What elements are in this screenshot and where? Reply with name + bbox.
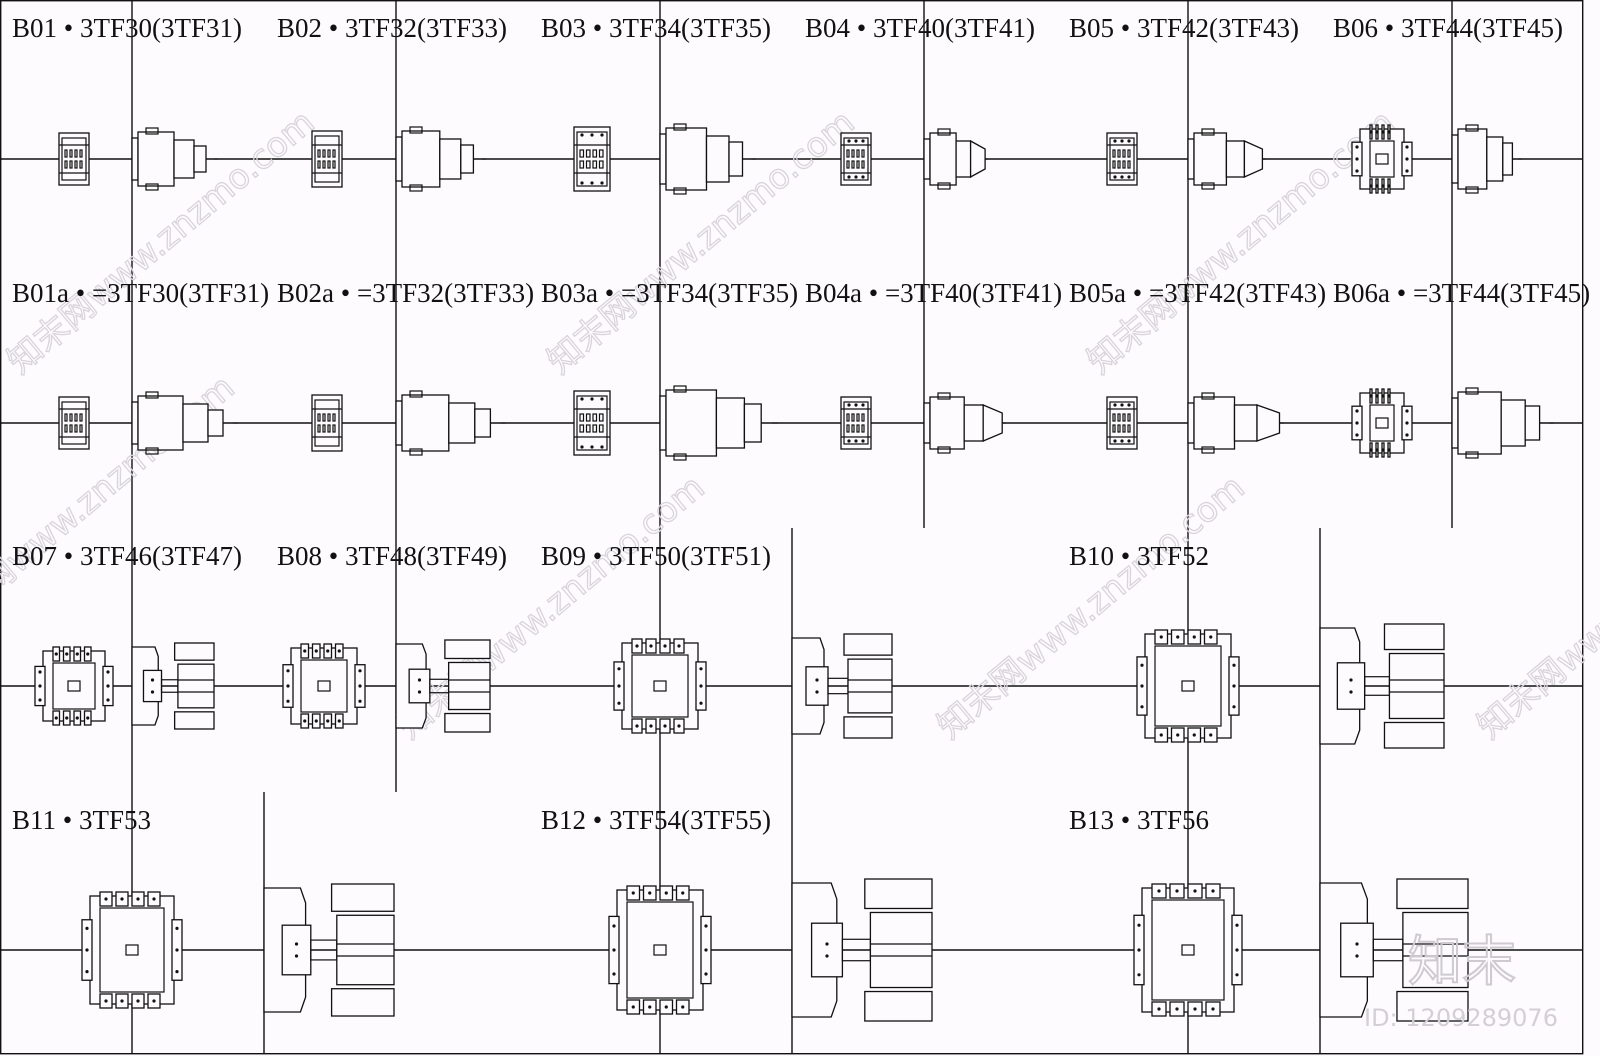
side-b02a (395, 390, 506, 456)
side-b01 (131, 127, 218, 191)
contactor-symbols (34, 123, 1554, 1022)
label-b02a: B02a • =3TF32(3TF33) (277, 278, 534, 308)
front-b09 (613, 638, 707, 734)
label-b05: B05 • 3TF42(3TF43) (1069, 13, 1299, 43)
front-b03a (573, 390, 611, 456)
side-b08 (395, 639, 491, 733)
label-b06: B06 • 3TF44(3TF45) (1333, 13, 1563, 43)
label-b10: B10 • 3TF52 (1069, 541, 1209, 571)
front-b02 (311, 130, 343, 188)
front-b06a (1351, 388, 1413, 458)
label-b07: B07 • 3TF46(3TF47) (12, 541, 242, 571)
label-b01a: B01a • =3TF30(3TF31) (12, 278, 269, 308)
label-b05a: B05a • =3TF42(3TF43) (1069, 278, 1326, 308)
front-b02a (311, 394, 343, 452)
side-b01a (131, 391, 238, 455)
front-b13 (1133, 883, 1243, 1017)
side-b03a (659, 385, 778, 461)
side-b13 (1319, 878, 1469, 1022)
label-b01: B01 • 3TF30(3TF31) (12, 13, 242, 43)
front-b01 (58, 132, 90, 186)
label-b04: B04 • 3TF40(3TF41) (805, 13, 1035, 43)
side-b05a (1187, 392, 1284, 454)
label-b02: B02 • 3TF32(3TF33) (277, 13, 507, 43)
label-b12: B12 • 3TF54(3TF55) (541, 805, 771, 835)
id-text: ID: 1209289076 (1364, 1004, 1558, 1032)
front-b08 (282, 643, 366, 729)
side-b06a (1451, 387, 1554, 459)
side-b04a (923, 392, 1006, 454)
side-b02 (395, 126, 486, 192)
label-b06a: B06a • =3TF44(3TF45) (1333, 278, 1590, 308)
label-b09: B09 • 3TF50(3TF51) (541, 541, 771, 571)
side-b04 (923, 128, 988, 190)
label-b03a: B03a • =3TF34(3TF35) (541, 278, 798, 308)
label-b08: B08 • 3TF48(3TF49) (277, 541, 507, 571)
front-b11 (81, 891, 183, 1009)
side-b11 (263, 883, 395, 1017)
label-b13: B13 • 3TF56 (1069, 805, 1209, 835)
front-b07 (34, 646, 114, 726)
side-b12 (791, 878, 933, 1022)
front-b05 (1106, 132, 1138, 186)
side-b03 (659, 123, 756, 195)
front-b05a (1106, 396, 1138, 450)
front-b04 (840, 132, 872, 186)
front-b12 (608, 885, 712, 1015)
front-b03 (573, 126, 611, 192)
side-b10 (1319, 623, 1445, 749)
front-b10 (1136, 629, 1240, 743)
side-b05 (1187, 128, 1266, 190)
side-b07 (131, 642, 215, 730)
front-b04a (840, 396, 872, 450)
label-b11: B11 • 3TF53 (12, 805, 151, 835)
front-b06 (1351, 124, 1413, 194)
side-b09 (791, 633, 893, 739)
label-b03: B03 • 3TF34(3TF35) (541, 13, 771, 43)
logo-mark: 知末 (1408, 930, 1516, 993)
front-b01a (58, 396, 90, 450)
watermark-text: 知末网www.znzmo.com (1470, 467, 1600, 746)
labels: B01 • 3TF30(3TF31) B02 • 3TF32(3TF33) B0… (12, 13, 1590, 835)
label-b04a: B04a • =3TF40(3TF41) (805, 278, 1062, 308)
side-b06 (1451, 124, 1522, 194)
